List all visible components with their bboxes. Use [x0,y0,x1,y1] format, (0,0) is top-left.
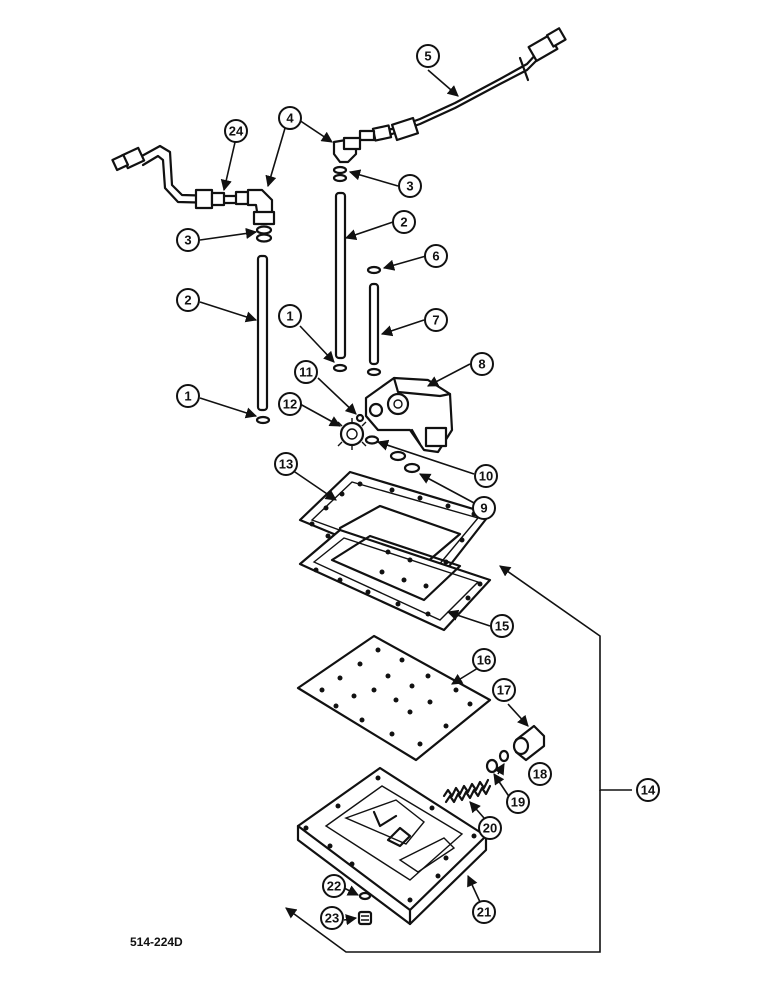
callout-20: 20 [478,816,502,840]
o-rings-part-9 [389,450,421,474]
callout-1-right: 1 [278,304,302,328]
callout-17: 17 [492,678,516,702]
callout-14: 14 [636,778,660,802]
callout-2-right: 2 [392,210,416,234]
callout-8: 8 [470,352,494,376]
callout-1-left: 1 [176,384,200,408]
svg-text:14: 14 [641,783,656,798]
svg-text:12: 12 [283,397,297,412]
svg-text:10: 10 [479,469,493,484]
callout-21: 21 [472,900,496,924]
svg-text:7: 7 [432,313,439,328]
callout-3-left: 3 [176,228,200,252]
washer-part-18 [498,749,510,763]
pipe-part-24 [111,144,242,210]
spring-part-20 [442,778,492,804]
callout-22: 22 [322,874,346,898]
plate-part-15 [298,528,492,632]
callout-24: 24 [224,119,248,143]
leader-lines [199,69,632,953]
svg-text:2: 2 [400,215,407,230]
callout-12: 12 [278,392,302,416]
short-tube-part-7 [366,265,382,377]
callout-13: 13 [274,452,298,476]
svg-text:18: 18 [533,767,547,782]
elbow-fitting-left [234,188,276,226]
callout-23: 23 [320,906,344,930]
svg-text:22: 22 [327,879,341,894]
svg-text:4: 4 [286,111,294,126]
callout-16: 16 [472,648,496,672]
callout-4: 4 [278,106,302,130]
svg-text:24: 24 [229,124,244,139]
svg-text:20: 20 [483,821,497,836]
callout-18: 18 [528,762,552,786]
callout-2-left: 2 [176,288,200,312]
svg-text:13: 13 [279,457,293,472]
small-seal-part-11 [355,413,365,423]
drawing-reference-number: 514-224D [130,935,183,949]
o-ring-part-22 [358,891,372,901]
svg-text:21: 21 [477,905,491,920]
svg-text:5: 5 [424,49,431,64]
callout-15: 15 [490,614,514,638]
pipe-part-5 [358,27,567,142]
svg-text:3: 3 [406,179,413,194]
tube-left [255,254,271,425]
svg-text:3: 3 [184,233,191,248]
callout-7: 7 [424,308,448,332]
svg-text:9: 9 [480,501,487,516]
svg-text:17: 17 [497,683,511,698]
svg-text:1: 1 [286,309,293,324]
tube-right [332,191,348,373]
svg-text:16: 16 [477,653,491,668]
pump-housing-part-8 [364,376,454,454]
callout-19: 19 [506,790,530,814]
svg-text:6: 6 [432,249,439,264]
elbow-fitting-right [332,136,362,183]
valve-part-17 [512,724,546,762]
separator-plate-part-16 [296,634,492,762]
svg-text:15: 15 [495,619,509,634]
svg-text:2: 2 [184,293,191,308]
svg-text:23: 23 [325,911,339,926]
plug-part-19 [485,758,499,774]
plug-part-23 [357,910,373,926]
callout-9: 9 [472,496,496,520]
callout-6: 6 [424,244,448,268]
svg-text:19: 19 [511,795,525,810]
o-ring-part-10 [364,435,380,445]
callout-5: 5 [416,44,440,68]
callout-11: 11 [294,360,318,384]
callout-3-right: 3 [398,174,422,198]
gear-part-12 [337,418,367,450]
o-rings-left [255,225,273,243]
callout-10: 10 [474,464,498,488]
svg-text:8: 8 [478,357,485,372]
svg-text:11: 11 [299,365,313,380]
svg-text:1: 1 [184,389,191,404]
